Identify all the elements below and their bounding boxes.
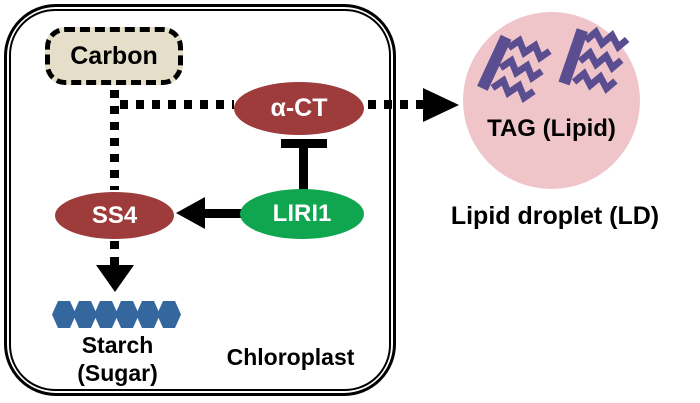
starch-label: Starch (Sugar) xyxy=(35,331,200,387)
chloroplast-label: Chloroplast xyxy=(226,344,355,370)
lipid-droplet-caption: Lipid droplet (LD) xyxy=(450,202,660,230)
chloroplast-outer-membrane xyxy=(4,4,396,396)
tag-label-line2: (Lipid) xyxy=(542,115,616,142)
chloroplast-inner-membrane xyxy=(9,9,391,391)
tag-molecule-icon xyxy=(558,26,630,94)
carbon-label: Carbon xyxy=(70,41,158,70)
starch-granules xyxy=(52,301,181,328)
alpha-ct-node: α-CT xyxy=(234,82,364,135)
edge-ss4-to-starch xyxy=(110,241,119,267)
edge-carbon-to-ss4 xyxy=(110,90,119,190)
starch-hexagon-icon xyxy=(157,301,181,328)
alpha-ct-label: α-CT xyxy=(270,94,328,122)
edge-alpha-ct-to-lipid-droplet xyxy=(368,100,423,109)
starch-hexagon-icon xyxy=(136,301,160,328)
starch-hexagon-icon xyxy=(73,301,97,328)
edge-carbon-to-alpha-ct xyxy=(120,100,234,109)
arrowhead-right-icon xyxy=(423,88,459,122)
ss4-node: SS4 xyxy=(55,192,174,239)
tag-label: TAG (Lipid) xyxy=(463,114,640,144)
starch-label-line1: Starch xyxy=(81,332,154,358)
starch-hexagon-icon xyxy=(115,301,139,328)
tag-molecule-icon xyxy=(477,34,552,103)
inhibition-tbar-stem xyxy=(299,139,308,191)
ss4-label: SS4 xyxy=(91,201,138,229)
liri1-label: LIRI1 xyxy=(272,200,332,227)
edge-liri1-to-ss4 xyxy=(202,209,242,218)
lipid-droplet-circle: TAG (Lipid) xyxy=(463,12,640,189)
carbon-node: Carbon xyxy=(45,27,183,85)
starch-hexagon-icon xyxy=(94,301,118,328)
tag-label-line1: TAG xyxy=(487,115,536,142)
liri1-node: LIRI1 xyxy=(240,189,364,239)
arrowhead-left-icon xyxy=(176,197,205,229)
starch-label-line2: (Sugar) xyxy=(77,360,158,386)
arrowhead-down-icon xyxy=(96,265,134,292)
starch-hexagon-icon xyxy=(52,301,76,328)
